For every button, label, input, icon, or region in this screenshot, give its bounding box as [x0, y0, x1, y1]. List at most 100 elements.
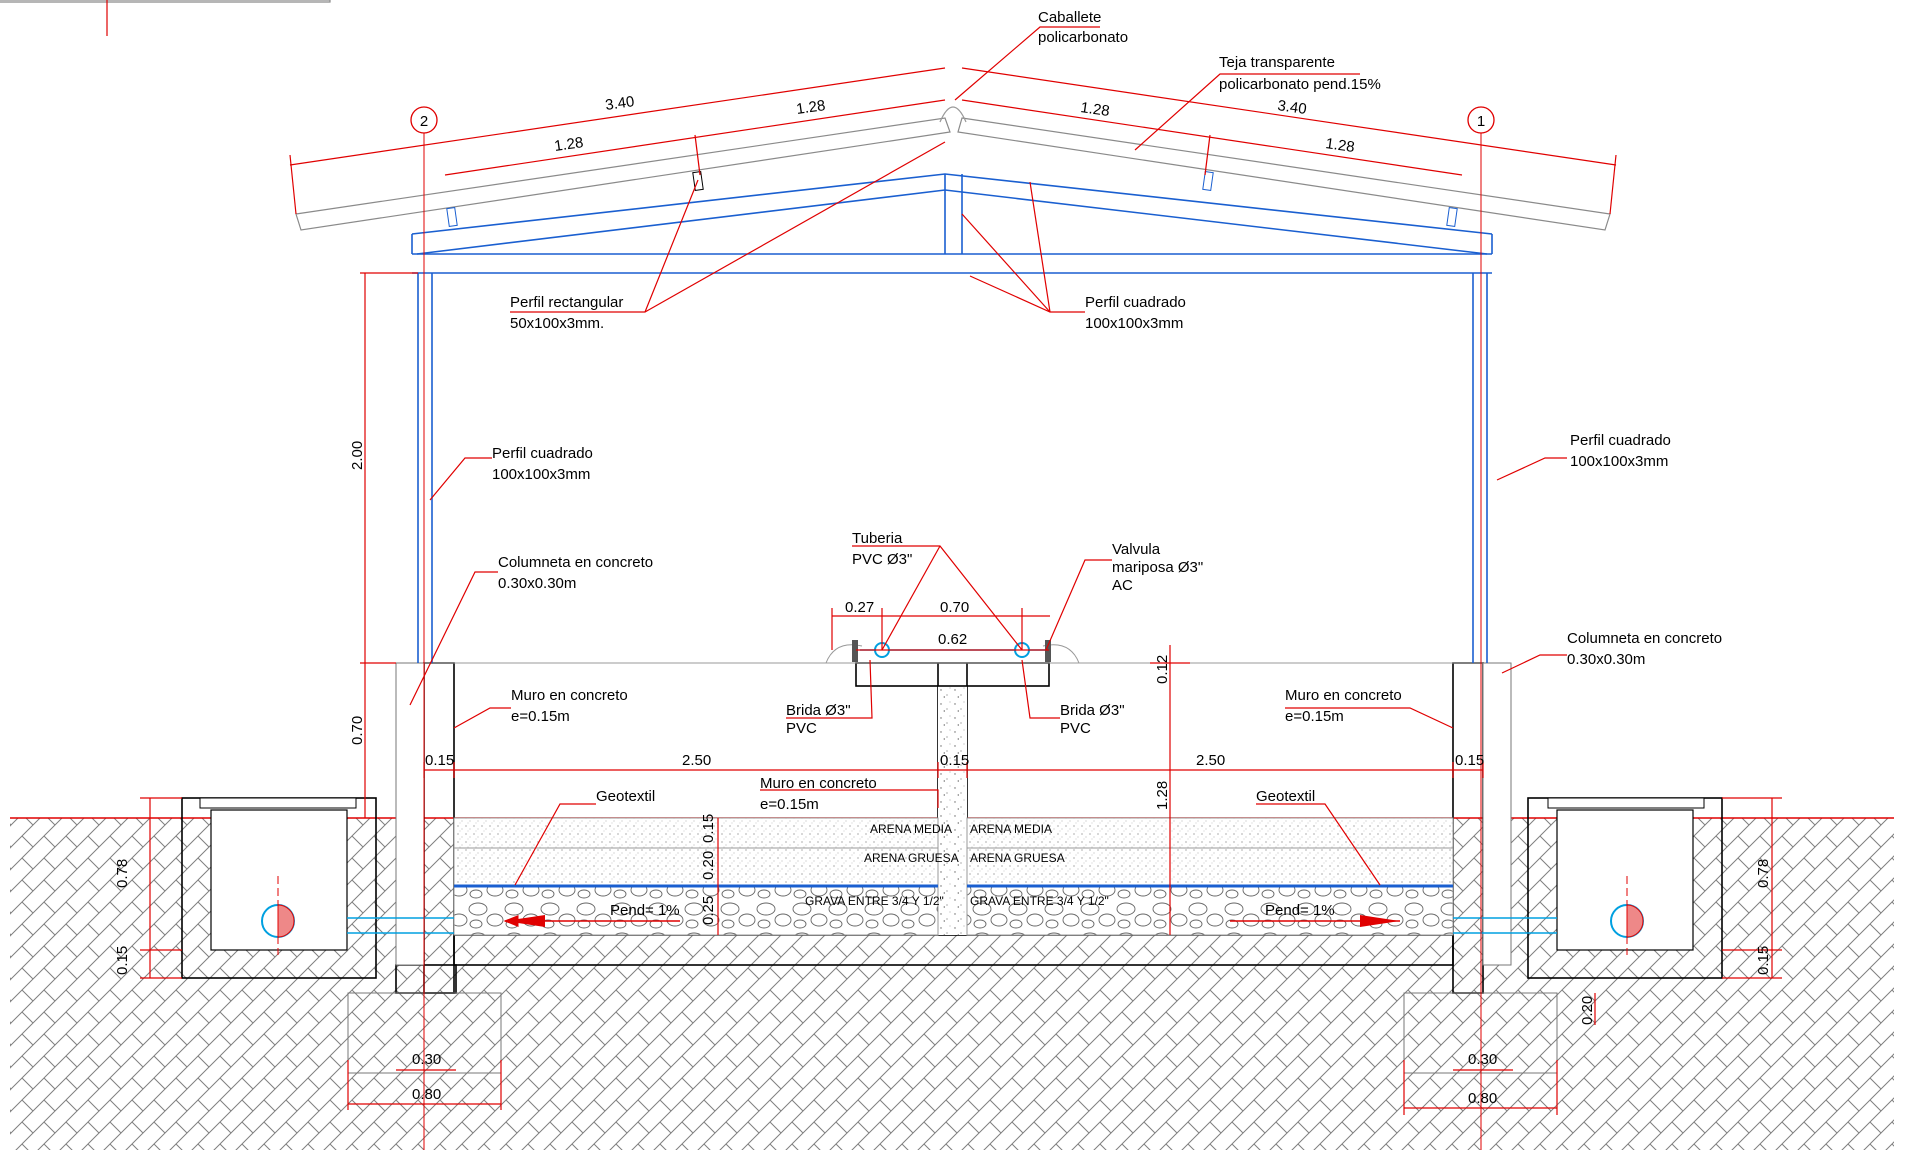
label-line: 100x100x3mm — [1085, 315, 1183, 332]
dim-text: 0.62 — [938, 631, 967, 648]
flange-right-label: Brida Ø3" PVC — [1060, 702, 1125, 737]
concrete-basin — [347, 662, 1558, 1074]
profile-square-right-label: Perfil cuadrado 100x100x3mm — [1570, 432, 1671, 470]
slope-right: Pend= 1% — [1265, 902, 1335, 919]
axis-marker-right: 1 — [1467, 106, 1495, 1150]
label-line: Valvula — [1112, 541, 1161, 558]
wall-right-label: Muro en concreto e=0.15m — [1285, 687, 1402, 725]
label-line: e=0.15m — [1285, 708, 1344, 725]
label-line: Columneta en concreto — [1567, 630, 1722, 647]
profile-rect-label: Perfil rectangular 50x100x3mm. — [510, 294, 623, 332]
dimension-lines — [140, 67, 1782, 1115]
geotextil-right-label: Geotextil — [1256, 788, 1315, 805]
label-line: Muro en concreto — [760, 775, 877, 792]
label-line: e=0.15m — [511, 708, 570, 725]
label-line: 0.30x0.30m — [1567, 651, 1645, 668]
arena-media-right: ARENA MEDIA — [970, 822, 1052, 836]
inspection-box-right — [1453, 797, 1723, 979]
dim-text: 0.80 — [1468, 1090, 1497, 1107]
label-line: PVC Ø3" — [852, 551, 912, 568]
label-line: e=0.15m — [760, 796, 819, 813]
label-line: Brida Ø3" — [786, 702, 851, 719]
wall-left-label: Muro en concreto e=0.15m — [511, 687, 628, 725]
flange-left-label: Brida Ø3" PVC — [786, 702, 851, 737]
slope-arrows — [503, 915, 1400, 927]
dim-text: 0.20 — [1579, 996, 1596, 1025]
arena-gruesa-right: ARENA GRUESA — [970, 851, 1065, 865]
inspection-box-left — [181, 797, 454, 979]
axis-marker-left: 2 — [410, 106, 438, 1150]
column-left-label: Columneta en concreto 0.30x0.30m — [498, 554, 653, 592]
label-line: Muro en concreto — [1285, 687, 1402, 704]
label-line: PVC — [1060, 720, 1091, 737]
dim-text: 3.40 — [1276, 97, 1307, 118]
label-line: policarbonato — [1038, 29, 1128, 46]
dim-text: 0.15 — [1755, 946, 1772, 975]
wall-center-label: Muro en concreto e=0.15m — [760, 775, 877, 813]
label-line: PVC — [786, 720, 817, 737]
dim-text: 0.70 — [349, 716, 366, 745]
dim-text: 2.00 — [349, 441, 366, 470]
sheet-label: Teja transparente policarbonato pend.15% — [1219, 54, 1381, 93]
grava-right: GRAVA ENTRE 3/4 Y 1/2" — [970, 894, 1109, 908]
label-line: Brida Ø3" — [1060, 702, 1125, 719]
label-line: Perfil cuadrado — [1570, 432, 1671, 449]
valve-label: Valvula mariposa Ø3" AC — [1112, 541, 1203, 594]
profile-square-left-label: Perfil cuadrado 100x100x3mm — [492, 445, 593, 483]
dim-text: 3.40 — [604, 93, 635, 114]
dimension-texts: 2.00 0.70 0.27 0.70 0.62 0.12 1.28 0.15 … — [114, 441, 1772, 1107]
slope-left: Pend= 1% — [610, 902, 680, 919]
label-line: policarbonato pend.15% — [1219, 76, 1381, 93]
steel-frame — [411, 173, 1493, 663]
dim-text: 1.28 — [1154, 781, 1171, 810]
dim-text: 0.78 — [114, 859, 131, 888]
label-line: Tuberia — [852, 530, 903, 547]
label-line: 100x100x3mm — [1570, 453, 1668, 470]
leader-lines — [409, 26, 1567, 886]
dim-text: 0.15 — [114, 946, 131, 975]
geotextil-left-label: Geotextil — [596, 788, 655, 805]
dim-text: 1.28 — [1079, 99, 1110, 120]
dim-text: 2.50 — [682, 752, 711, 769]
roof-sheet — [295, 106, 1611, 231]
label-line: Perfil rectangular — [510, 294, 623, 311]
arena-media-left: ARENA MEDIA — [870, 822, 952, 836]
label-line: Perfil cuadrado — [492, 445, 593, 462]
dim-text: 0.15 — [940, 752, 969, 769]
label-line: Columneta en concreto — [498, 554, 653, 571]
dim-text: 0.30 — [1468, 1051, 1497, 1068]
label-line: Muro en concreto — [511, 687, 628, 704]
pipe-label: Tuberia PVC Ø3" — [852, 530, 912, 568]
axis-label-left: 2 — [420, 113, 428, 130]
dim-text: 0.70 — [940, 599, 969, 616]
arena-gruesa-left: ARENA GRUESA — [864, 851, 959, 865]
dim-text: 0.78 — [1755, 859, 1772, 888]
label-line: AC — [1112, 577, 1133, 594]
grava-left: GRAVA ENTRE 3/4 Y 1/2" — [805, 894, 944, 908]
label-line: 0.30x0.30m — [498, 575, 576, 592]
dim-text: 0.12 — [1154, 655, 1171, 684]
dim-text: 0.27 — [845, 599, 874, 616]
label-line: Perfil cuadrado — [1085, 294, 1186, 311]
title-block-fragment — [0, 0, 331, 36]
label-line: Caballete — [1038, 9, 1101, 26]
dim-text: 0.15 — [1455, 752, 1484, 769]
profile-square-top-label: Perfil cuadrado 100x100x3mm — [1085, 294, 1186, 332]
dim-text: 1.28 — [553, 134, 584, 155]
dim-text: 0.15 — [700, 814, 717, 843]
dim-text: 2.50 — [1196, 752, 1225, 769]
label-line: mariposa Ø3" — [1112, 559, 1203, 576]
dim-text: 1.28 — [1324, 135, 1355, 156]
label-line: Teja transparente — [1219, 54, 1335, 71]
label-line: 100x100x3mm — [492, 466, 590, 483]
layer-labels: Geotextil Geotextil ARENA MEDIA ARENA GR… — [596, 788, 1335, 919]
dim-text: 0.80 — [412, 1086, 441, 1103]
dim-text: 0.15 — [425, 752, 454, 769]
label-line: 50x100x3mm. — [510, 315, 604, 332]
dim-text: 0.25 — [700, 896, 717, 925]
dim-text: 1.28 — [795, 97, 826, 118]
axis-label-right: 1 — [1477, 113, 1485, 130]
dim-text: 0.30 — [412, 1051, 441, 1068]
column-right-label: Columneta en concreto 0.30x0.30m — [1567, 630, 1722, 668]
